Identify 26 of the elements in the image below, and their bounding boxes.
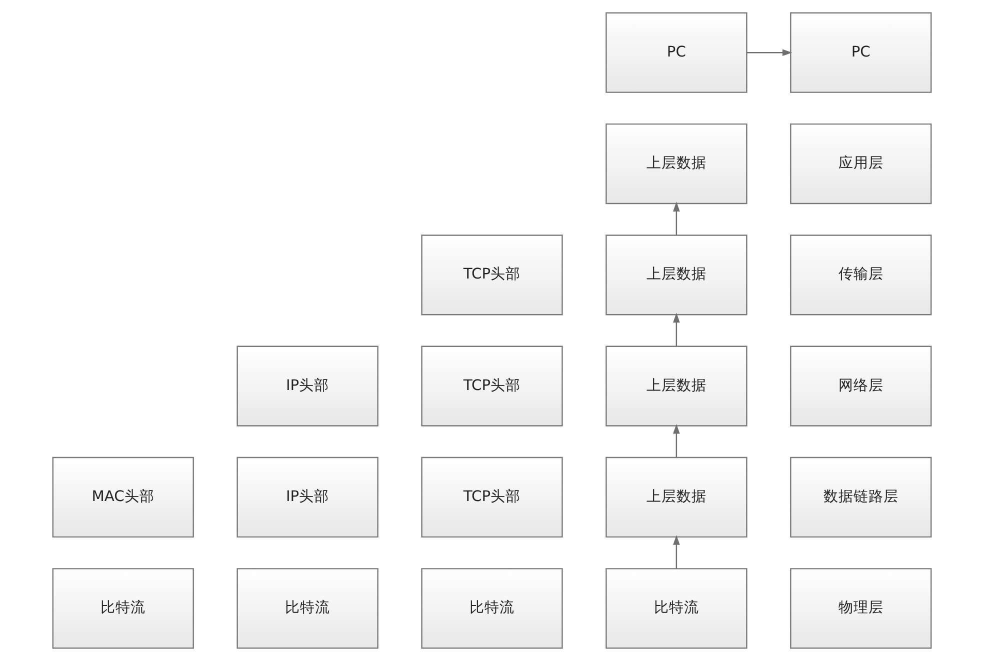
node-box: 上层数据: [606, 123, 748, 204]
node-box: PC: [790, 12, 932, 93]
node-box: 比特流: [606, 568, 748, 649]
node-box: 上层数据: [606, 456, 748, 538]
arrow: [673, 202, 680, 236]
node-box: 比特流: [52, 568, 194, 649]
node-box: 上层数据: [606, 346, 748, 426]
node-box: 数据链路层: [790, 456, 932, 538]
node-box: IP头部: [236, 456, 378, 538]
arrow: [673, 424, 680, 458]
arrow: [746, 49, 792, 56]
node-box: 网络层: [790, 346, 932, 426]
node-box: 比特流: [236, 568, 378, 649]
node-box: 物理层: [790, 568, 932, 649]
node-box: TCP头部: [421, 346, 563, 426]
node-box: TCP头部: [421, 456, 563, 538]
node-box: PC: [606, 12, 748, 93]
node-box: 应用层: [790, 123, 932, 204]
node-box: 上层数据: [606, 234, 748, 316]
node-box: TCP头部: [421, 234, 563, 316]
node-box: IP头部: [236, 346, 378, 426]
node-box: MAC头部: [52, 456, 194, 538]
arrow: [673, 312, 680, 346]
node-box: 传输层: [790, 234, 932, 316]
arrow: [673, 535, 680, 569]
node-box: 比特流: [421, 568, 563, 649]
